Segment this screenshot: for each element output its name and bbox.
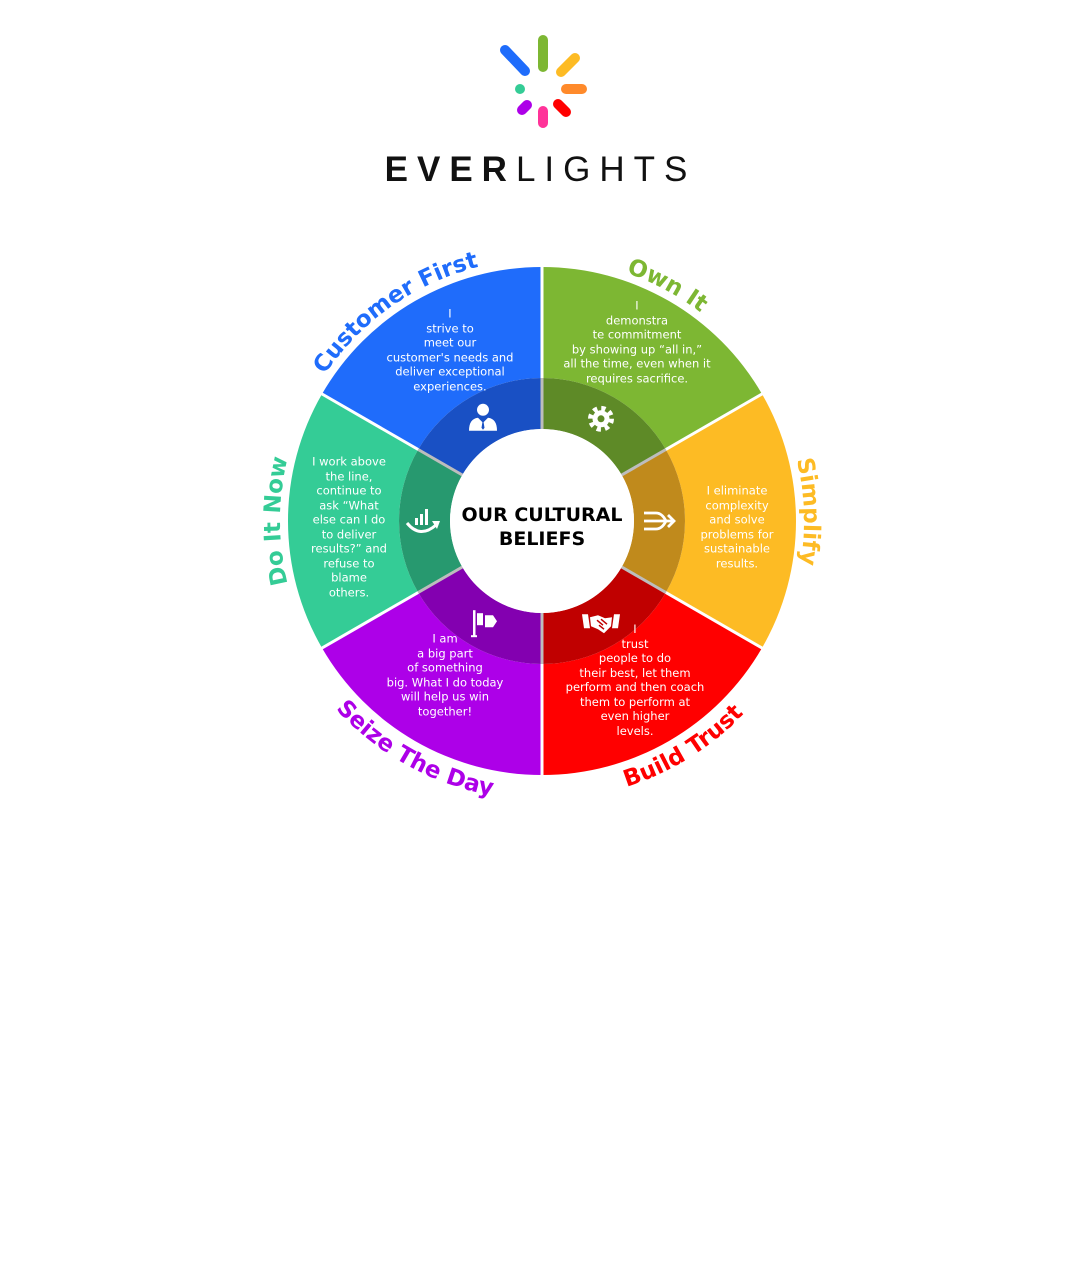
description-line: results.: [715, 556, 759, 570]
description-line: I eliminate: [706, 483, 768, 498]
handshake-icon: [582, 614, 620, 634]
flag-icon: [471, 610, 497, 638]
description-line: of something: [407, 660, 483, 675]
description-line: strive to: [426, 321, 474, 335]
description-line: te commitment: [592, 327, 682, 342]
segment-inner: [398, 449, 463, 593]
description-line: and solve: [709, 512, 765, 527]
outer-divider: [320, 392, 419, 451]
description-line: ask “What: [319, 498, 379, 512]
description-line: meet our: [423, 335, 477, 350]
description-line: a big part: [417, 646, 473, 660]
description-line: I work above: [312, 454, 386, 469]
description-line: trust: [621, 636, 649, 651]
center-title: OUR CULTURAL BELIEFS: [442, 503, 642, 551]
brand-bold: EVER: [384, 150, 516, 189]
outer-divider: [320, 591, 419, 650]
description-line: problems for: [700, 527, 774, 541]
inner-divider: [417, 565, 464, 594]
description-line: their best, let them: [579, 665, 691, 680]
description-line: results?” and: [311, 541, 387, 556]
segment-outer: [288, 394, 419, 648]
center-title-line1: OUR CULTURAL: [461, 504, 623, 526]
description-line: experiences.: [413, 379, 487, 393]
center-circle: [450, 429, 634, 613]
description-line: blame: [331, 570, 367, 585]
description-line: to deliver: [321, 527, 377, 541]
inner-divider: [417, 448, 464, 477]
description-line: I: [448, 306, 452, 321]
growth-chart-icon: [405, 509, 440, 533]
outer-divider: [665, 392, 764, 451]
description-line: refuse to: [323, 556, 375, 570]
description-line: demonstra: [605, 313, 669, 327]
gear-icon: [588, 405, 614, 432]
description-line: big. What I do today: [386, 675, 504, 689]
segment-do-it-now: Do It Now: [260, 394, 463, 648]
merge-arrows-icon: [644, 511, 676, 531]
outer-divider: [665, 591, 764, 650]
brand-wordmark: EVERLIGHTS: [0, 150, 1081, 190]
description-line: even higher: [600, 709, 670, 723]
description-line: all the time, even when it: [563, 356, 711, 371]
center-title-line2: BELIEFS: [498, 528, 586, 550]
description-line: the line,: [325, 469, 373, 483]
description-line: deliver exceptional: [395, 364, 505, 379]
segment-outer: [542, 267, 762, 450]
description-line: people to do: [598, 651, 672, 665]
description-line: together!: [417, 704, 473, 718]
description-line: I am: [432, 631, 458, 646]
description-line: I: [633, 622, 637, 636]
description-line: levels.: [616, 723, 654, 738]
segment-outer: [542, 592, 762, 775]
businessman-icon: [469, 403, 497, 431]
description-line: by showing up “all in,”: [571, 342, 703, 356]
description-line: else can I do: [312, 512, 386, 527]
inner-divider: [620, 448, 667, 477]
description-line: requires sacrifice.: [585, 371, 689, 385]
description-line: them to perform at: [579, 694, 691, 709]
description-line: sustainable: [704, 541, 770, 556]
brand-light: LIGHTS: [515, 150, 697, 189]
description-line: customer's needs and: [386, 350, 514, 364]
segment-outer: [322, 592, 542, 775]
description-line: continue to: [316, 483, 382, 498]
inner-divider: [620, 565, 667, 594]
description-line: perform and then coach: [565, 680, 705, 694]
description-line: I: [635, 298, 639, 313]
description-line: will help us win: [401, 689, 489, 704]
description-line: complexity: [705, 498, 769, 512]
description-line: others.: [328, 585, 370, 599]
segment-outer: [665, 394, 796, 648]
segment-inner: [542, 567, 666, 664]
everlights-logo-mark: [500, 35, 587, 128]
segment-outer: [322, 267, 542, 450]
